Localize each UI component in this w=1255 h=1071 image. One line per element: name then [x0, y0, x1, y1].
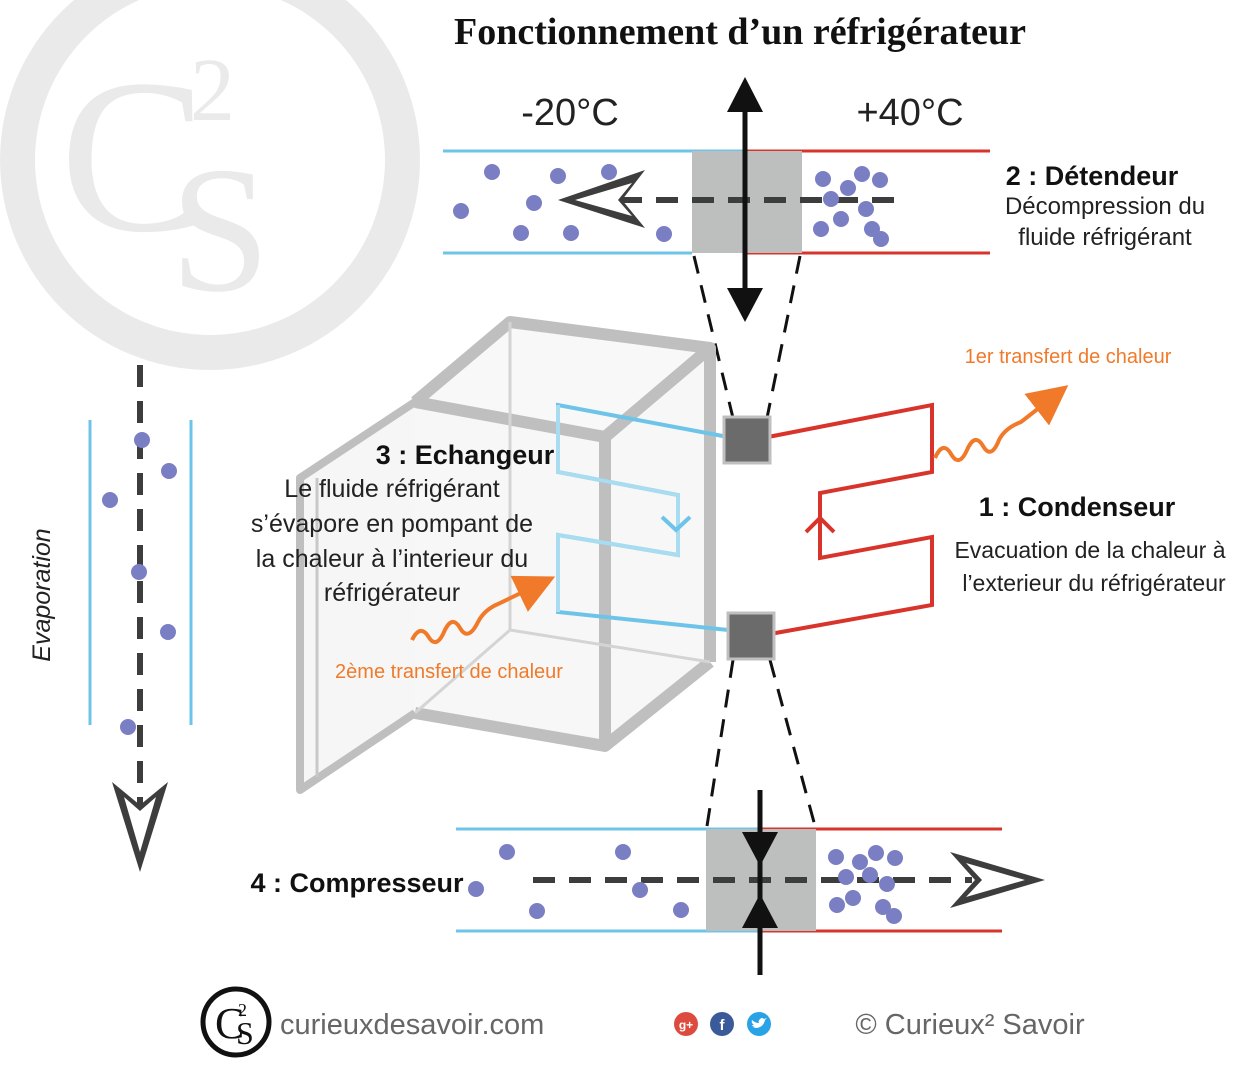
- svg-text:f: f: [720, 1017, 726, 1034]
- detendeur-valve-box: [722, 415, 772, 465]
- twitter-icon[interactable]: [747, 1012, 771, 1036]
- echangeur-desc-line2: s’évapore en pompant de: [251, 510, 533, 538]
- echangeur-desc-line4: réfrigérateur: [324, 579, 460, 607]
- compression-up-arrow-icon: [742, 894, 778, 928]
- pressure-up-arrow-icon: [727, 77, 763, 112]
- hot-temperature: +40°C: [856, 92, 963, 134]
- footer-website-link[interactable]: curieuxdesavoir.com: [280, 1009, 544, 1041]
- svg-text:g+: g+: [679, 1018, 693, 1032]
- cold-temperature: -20°C: [521, 92, 619, 134]
- evaporation-label: Evaporation: [28, 528, 56, 661]
- condenseur-desc-line2: l’exterieur du réfrigérateur: [962, 570, 1226, 596]
- svg-text:S: S: [236, 1015, 254, 1051]
- svg-text:C: C: [215, 999, 244, 1048]
- condenser-coil: [767, 402, 934, 636]
- compresseur-valve-box: [726, 611, 776, 661]
- detendeur-title: 2 : Détendeur: [1006, 161, 1179, 191]
- svg-text:2: 2: [238, 1000, 247, 1020]
- footer-logo: C 2 S: [200, 986, 272, 1058]
- svg-text:S: S: [170, 130, 270, 329]
- evaporation-particles: [102, 432, 177, 735]
- pressure-down-arrow-icon: [727, 288, 763, 322]
- footer-copyright: © Curieux² Savoir: [855, 1009, 1085, 1041]
- svg-text:C: C: [60, 34, 207, 278]
- second-heat-transfer-label: 2ème transfert de chaleur: [335, 661, 563, 683]
- second-heat-transfer-arrow: [410, 575, 556, 644]
- detendeur-tube: [443, 77, 990, 322]
- evaporator-coil: [556, 402, 729, 632]
- compresseur-tube: [456, 790, 1045, 975]
- first-heat-transfer-label: 1er transfert de chaleur: [965, 346, 1172, 368]
- page-title: Fonctionnement d’un réfrigérateur: [454, 11, 1026, 53]
- first-heat-transfer-arrow: [933, 385, 1069, 462]
- condenseur-title: 1 : Condenseur: [979, 492, 1176, 522]
- google-plus-icon[interactable]: g+: [674, 1012, 698, 1036]
- detendeur-desc-line1: Décompression du: [1005, 193, 1205, 220]
- detendeur-desc-line2: fluide réfrigérant: [1018, 224, 1192, 251]
- condenseur-desc-line1: Evacuation de la chaleur à: [954, 537, 1225, 563]
- refrigerator: [296, 316, 716, 794]
- echangeur-desc-line1: Le fluide réfrigérant: [284, 475, 499, 503]
- compresseur-particles: [468, 844, 903, 924]
- svg-text:2: 2: [190, 41, 235, 140]
- detendeur-particles: [453, 164, 889, 247]
- watermark-logo: C 2 S: [0, 0, 420, 370]
- echangeur-desc-line3: la chaleur à l’interieur du: [256, 545, 528, 573]
- facebook-icon[interactable]: f: [710, 1012, 734, 1036]
- zoom-lines-top: [692, 255, 802, 419]
- compression-down-arrow-icon: [742, 832, 778, 866]
- compresseur-title: 4 : Compresseur: [250, 868, 464, 898]
- echangeur-title: 3 : Echangeur: [376, 440, 555, 470]
